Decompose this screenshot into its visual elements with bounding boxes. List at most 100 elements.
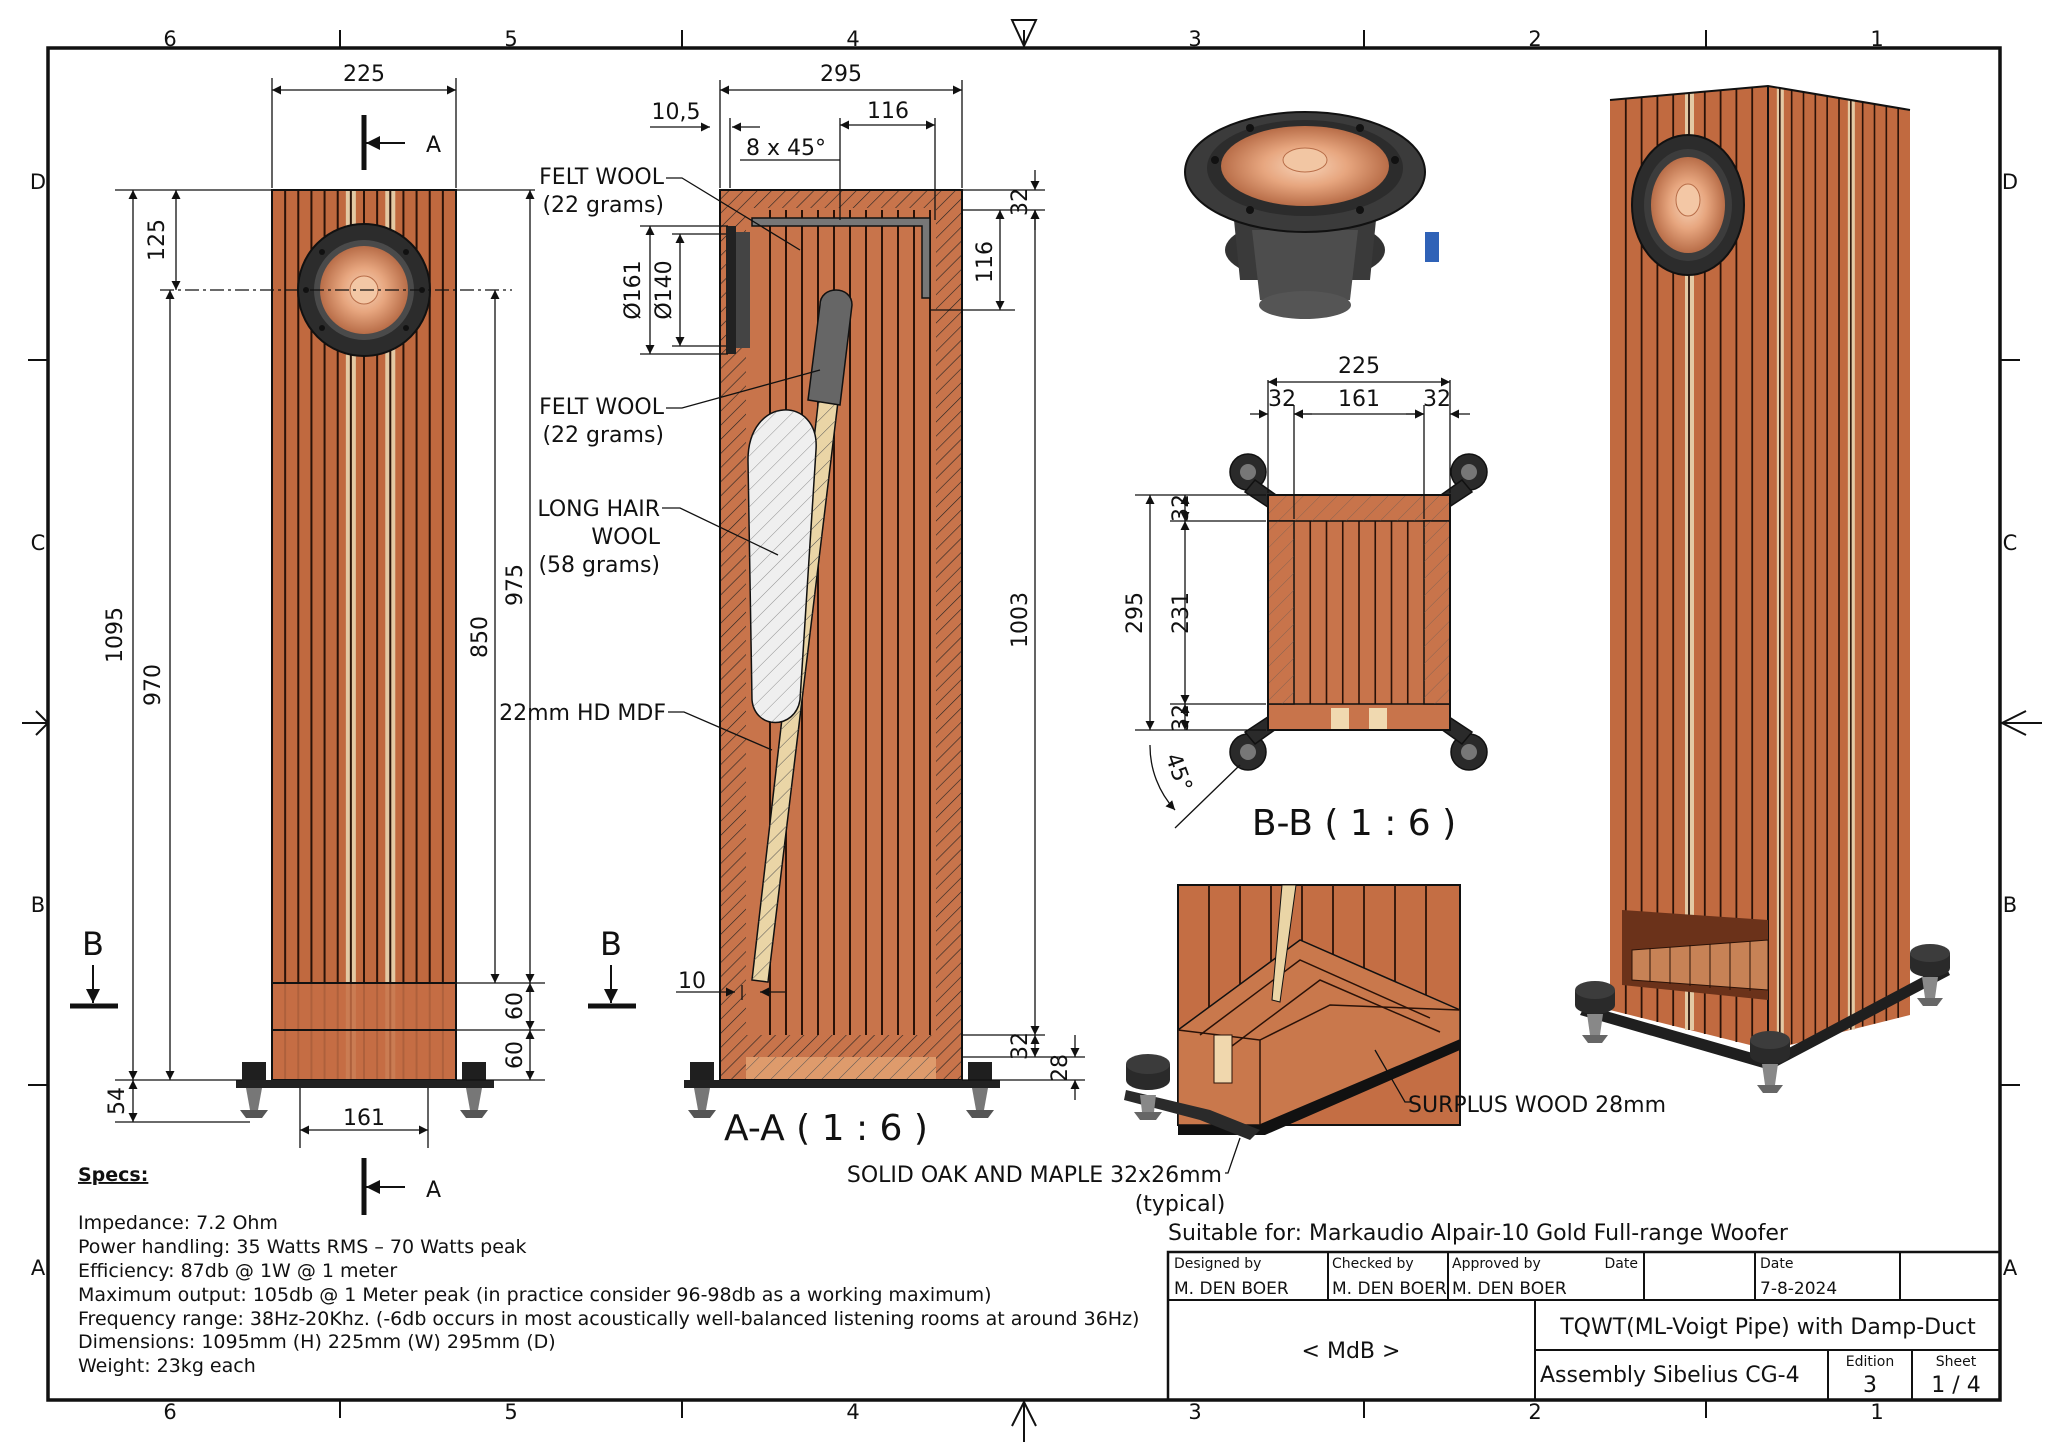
front-dimensions: 225 125 1095 970 850 975 60 60 54 xyxy=(103,62,545,1148)
svg-text:Checked by: Checked by xyxy=(1332,1256,1414,1272)
svg-text:6: 6 xyxy=(163,1400,176,1424)
svg-text:32: 32 xyxy=(1268,387,1296,412)
detail-view: SURPLUS WOOD 28mm SOLID OAK AND MAPLE 32… xyxy=(847,884,1666,1217)
svg-text:(22 grams): (22 grams) xyxy=(542,193,664,218)
svg-text:C: C xyxy=(2003,531,2018,555)
svg-text:7-8-2024: 7-8-2024 xyxy=(1760,1279,1837,1299)
svg-text:8 x 45°: 8 x 45° xyxy=(746,136,826,161)
svg-text:60: 60 xyxy=(503,1041,528,1069)
svg-text:5: 5 xyxy=(504,1400,517,1424)
section-marker-a-bottom: A xyxy=(361,1158,441,1215)
svg-text:Date: Date xyxy=(1760,1256,1793,1272)
title-block: Suitable for: Markaudio Alpair-10 Gold F… xyxy=(1166,1221,2002,1402)
svg-text:45°: 45° xyxy=(1160,750,1197,795)
svg-text:32: 32 xyxy=(1008,1032,1033,1060)
svg-text:295: 295 xyxy=(1123,592,1148,634)
svg-text:Sheet: Sheet xyxy=(1936,1354,1977,1370)
svg-text:161: 161 xyxy=(1338,387,1380,412)
svg-text:125: 125 xyxy=(145,219,170,261)
svg-text:225: 225 xyxy=(1338,354,1380,379)
svg-text:B: B xyxy=(2003,893,2017,917)
svg-text:1: 1 xyxy=(1870,27,1883,51)
iso-side-slats xyxy=(1776,88,1899,1048)
svg-text:1095: 1095 xyxy=(103,607,128,663)
svg-text:10: 10 xyxy=(678,969,706,994)
svg-text:161: 161 xyxy=(343,1106,385,1131)
svg-text:M. DEN BOER: M. DEN BOER xyxy=(1332,1279,1447,1299)
specs-heading: Specs: xyxy=(78,1164,148,1186)
section-marker-a-top: A xyxy=(361,115,441,170)
suitable-for: Suitable for: Markaudio Alpair-10 Gold F… xyxy=(1168,1221,1789,1246)
spec-line: Efficiency: 87db @ 1W @ 1 meter xyxy=(78,1260,397,1282)
section-bb-title: B-B ( 1 : 6 ) xyxy=(1252,803,1456,844)
spec-line: Power handling: 35 Watts RMS – 70 Watts … xyxy=(78,1236,527,1258)
svg-text:116: 116 xyxy=(867,99,909,124)
rear-wall xyxy=(936,190,962,1080)
section-marker-b-right: B xyxy=(588,925,636,1009)
svg-text:231: 231 xyxy=(1169,592,1194,634)
svg-text:5: 5 xyxy=(504,27,517,51)
svg-text:3: 3 xyxy=(1863,1373,1877,1398)
svg-text:6: 6 xyxy=(163,27,176,51)
svg-text:32: 32 xyxy=(1423,387,1451,412)
svg-text:4: 4 xyxy=(846,1400,859,1424)
section-aa-view: 295 10,5 8 x 45° 116 32 116 Ø161 xyxy=(499,62,1085,1149)
spec-line: Dimensions: 1095mm (H) 225mm (W) 295mm (… xyxy=(78,1331,556,1353)
spec-line: Maximum output: 105db @ 1 Meter peak (in… xyxy=(78,1284,992,1306)
svg-text:B: B xyxy=(600,925,622,963)
svg-text:975: 975 xyxy=(503,564,528,606)
svg-text:B: B xyxy=(31,893,45,917)
svg-text:4: 4 xyxy=(846,27,859,51)
svg-text:SURPLUS WOOD 28mm: SURPLUS WOOD 28mm xyxy=(1408,1093,1666,1118)
svg-text:Ø140: Ø140 xyxy=(652,260,677,319)
section-aa-title: A-A ( 1 : 6 ) xyxy=(724,1108,928,1149)
svg-text:54: 54 xyxy=(105,1087,130,1115)
svg-text:32: 32 xyxy=(1169,704,1194,732)
svg-text:A: A xyxy=(2003,1256,2018,1280)
front-view: 225 125 1095 970 850 975 60 60 54 xyxy=(70,62,636,1215)
svg-text:32: 32 xyxy=(1169,494,1194,522)
svg-text:D: D xyxy=(30,170,46,194)
svg-text:2: 2 xyxy=(1528,1400,1541,1424)
drawing-frame xyxy=(22,19,2042,1442)
svg-text:1: 1 xyxy=(1870,1400,1883,1424)
detail-labels: SURPLUS WOOD 28mm SOLID OAK AND MAPLE 32… xyxy=(847,1049,1666,1217)
svg-text:Edition: Edition xyxy=(1846,1354,1894,1370)
svg-text:D: D xyxy=(2002,170,2018,194)
row-labels-left: D C B A xyxy=(30,170,46,1280)
spec-line: Frequency range: 38Hz-20Khz. (-6db occur… xyxy=(78,1308,1139,1330)
svg-text:32: 32 xyxy=(1008,188,1033,216)
svg-text:3: 3 xyxy=(1188,27,1201,51)
svg-text:2: 2 xyxy=(1528,27,1541,51)
svg-text:Date: Date xyxy=(1605,1256,1638,1272)
drawing-title: TQWT(ML-Voigt Pipe) with Damp-Duct xyxy=(1559,1315,1976,1340)
svg-text:1003: 1003 xyxy=(1008,592,1033,648)
svg-text:M. DEN BOER: M. DEN BOER xyxy=(1174,1279,1289,1299)
svg-text:850: 850 xyxy=(468,616,493,658)
row-labels-right: D C B A xyxy=(2002,170,2018,1280)
isometric-view xyxy=(1575,84,1950,1093)
svg-text:225: 225 xyxy=(343,62,385,87)
svg-text:Ø161: Ø161 xyxy=(621,260,646,319)
driver-illustration xyxy=(1184,111,1439,319)
svg-text:LONG HAIR: LONG HAIR xyxy=(537,497,660,522)
svg-text:28: 28 xyxy=(1048,1054,1073,1082)
svg-text:970: 970 xyxy=(141,664,166,706)
front-base xyxy=(236,1062,494,1118)
svg-text:10,5: 10,5 xyxy=(652,100,701,125)
svg-text:(22 grams): (22 grams) xyxy=(542,423,664,448)
svg-text:(typical): (typical) xyxy=(1135,1192,1226,1217)
svg-text:M. DEN BOER: M. DEN BOER xyxy=(1452,1279,1567,1299)
column-labels-top: 6 5 4 3 2 1 xyxy=(163,27,1883,51)
svg-text:116: 116 xyxy=(973,241,998,283)
svg-text:FELT WOOL: FELT WOOL xyxy=(539,395,665,420)
column-labels-bottom: 6 5 4 3 2 1 xyxy=(163,1400,1883,1424)
spec-line: Impedance: 7.2 Ohm xyxy=(78,1212,278,1234)
svg-text:WOOL: WOOL xyxy=(591,525,660,550)
top-wall xyxy=(746,190,936,208)
aa-dimensions: 295 10,5 8 x 45° 116 32 116 Ø161 xyxy=(621,62,1085,1100)
svg-text:B: B xyxy=(82,925,104,963)
svg-text:A: A xyxy=(426,1178,441,1203)
svg-text:FELT WOOL: FELT WOOL xyxy=(539,165,665,190)
